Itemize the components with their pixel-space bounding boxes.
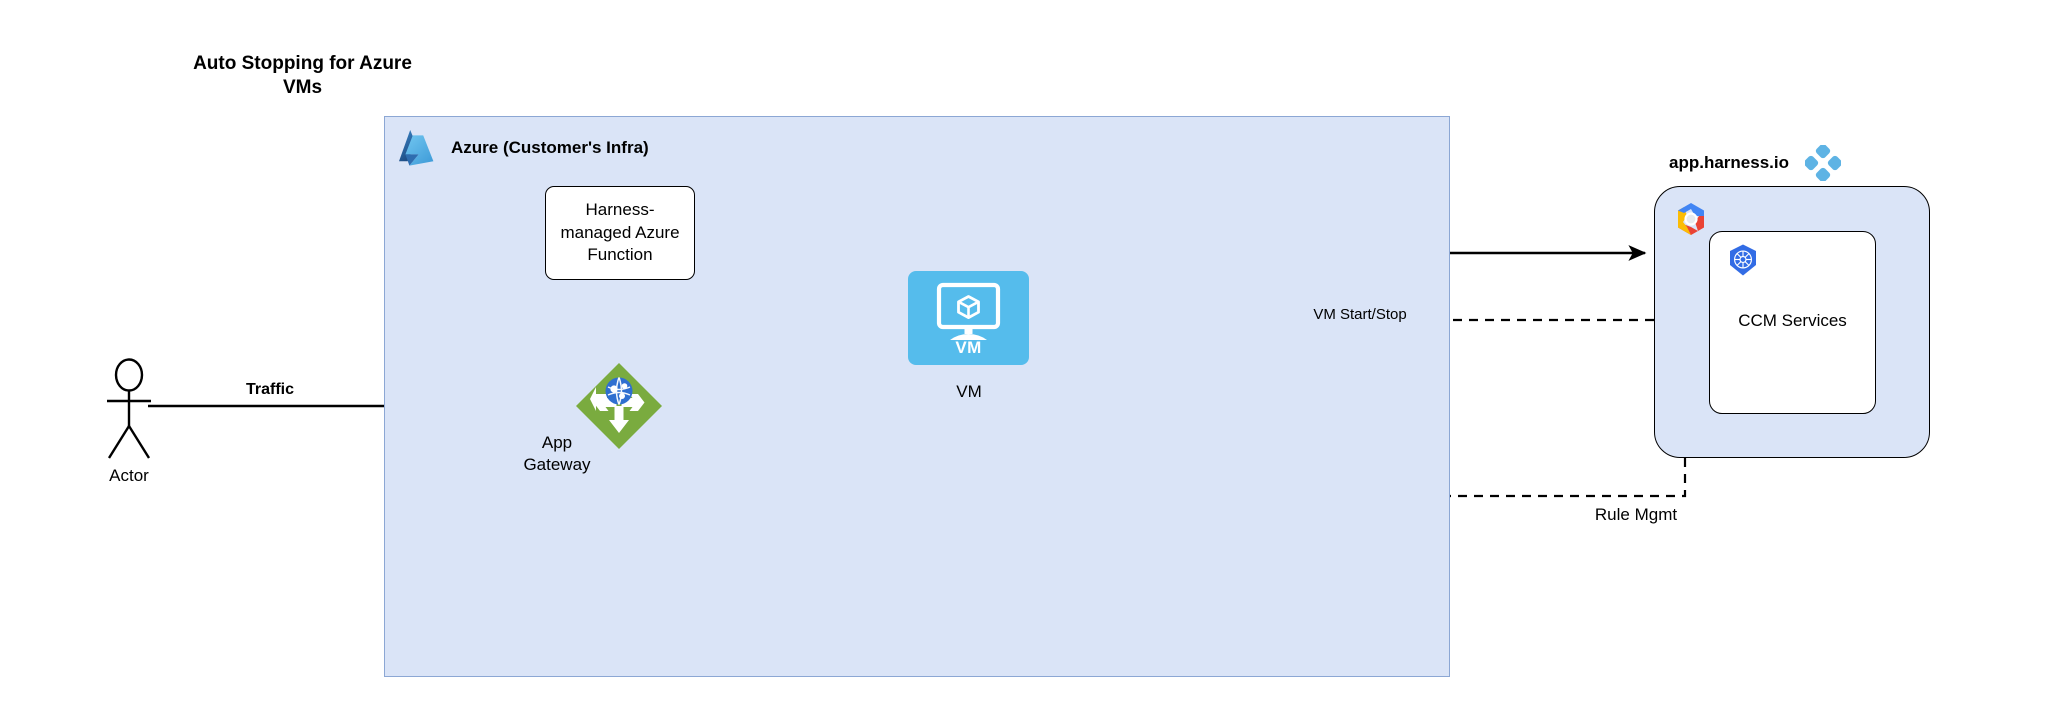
harness-function-label-line-1: Harness- [585,200,655,220]
app-gateway-icon[interactable] [575,362,663,450]
harness-io-label: app.harness.io [1669,153,1789,172]
edge-label-rule-mgmt: Rule Mgmt [1594,505,1678,524]
page-title: Auto Stopping for Azure VMs [160,52,445,100]
edge-label-traffic: Traffic [245,381,294,398]
gcp-logo-icon [1671,199,1711,239]
page-title-line-2: VMs [282,76,323,98]
harness-function-label-line-3: Function [587,245,653,265]
app-gateway-label: App Gateway [498,432,616,477]
azure-infra-container [384,116,1450,677]
harness-function-label: Harness- managed Azure Function [555,199,684,266]
azure-container-header: Azure (Customer's Infra) [396,128,649,168]
vm-icon-inner-label: VM [955,338,982,357]
harness-function-label-line-2: managed Azure [560,222,680,242]
harness-logo-icon [1803,143,1843,183]
app-gateway-label-line-1: App [541,433,573,452]
vm-node-label: VM [956,382,982,401]
actor-label: Actor [109,466,149,485]
virtual-machine-icon[interactable] [908,271,1029,365]
azure-logo-icon [396,128,438,168]
actor-stick-figure-icon[interactable] [98,358,160,462]
azure-container-label: Azure (Customer's Infra) [451,138,649,157]
page-title-line-1: Auto Stopping for Azure [193,53,412,74]
harness-io-header: app.harness.io [1669,143,1843,183]
app-gateway-label-line-2: Gateway [523,455,591,475]
ccm-services-label: CCM Services [1738,311,1847,330]
edge-label-vm-start-stop: VM Start/Stop [1300,306,1420,324]
harness-managed-azure-function-node[interactable]: Harness- managed Azure Function [545,186,695,280]
kubernetes-logo-icon [1726,243,1760,277]
